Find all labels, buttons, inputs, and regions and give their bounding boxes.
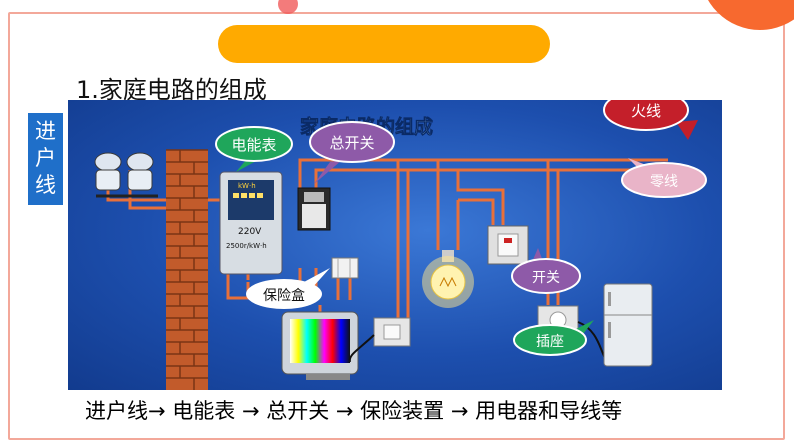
incoming-line-label: 进户线 <box>28 113 63 205</box>
callout-socket: 插座 <box>513 320 594 356</box>
meter-unit-text: kW·h <box>238 182 256 190</box>
electric-meter: kW·h 220V 2500r/kW·h <box>219 171 283 275</box>
brick-wall <box>166 149 208 390</box>
title-banner <box>218 25 550 63</box>
callout-fuse-box: 保险盒 <box>246 268 330 309</box>
callout-fuse-box-text: 保险盒 <box>263 287 305 304</box>
branch-switch-b <box>458 198 495 225</box>
decor-circle-red <box>278 0 298 14</box>
wall-switch <box>487 225 529 265</box>
callout-live-wire-text: 火线 <box>631 102 661 120</box>
socket-1 <box>348 317 411 363</box>
callout-neutral-wire: 零线 <box>621 158 707 198</box>
main-switch <box>297 187 331 231</box>
household-circuit-diagram: 家庭电路的组成 <box>68 100 722 390</box>
callout-meter-text: 电能表 <box>231 136 276 154</box>
callout-switch-text: 开关 <box>532 270 560 286</box>
fuse-box <box>331 257 359 279</box>
insulators <box>94 152 158 198</box>
diagram-canvas: 家庭电路的组成 <box>94 100 707 390</box>
refrigerator <box>603 283 653 367</box>
callout-main-switch-text: 总开关 <box>329 134 374 152</box>
slide-frame <box>8 12 785 440</box>
callout-switch: 开关 <box>511 248 581 294</box>
meter-voltage-text: 220V <box>238 227 262 237</box>
page-heading: 1.家庭电路的组成 <box>76 76 267 104</box>
callout-meter: 电能表 <box>215 126 293 172</box>
incoming-line-text: 进户线 <box>35 119 56 197</box>
callout-live-wire: 火线 <box>603 100 698 140</box>
callout-socket-text: 插座 <box>536 334 564 350</box>
light-bulb <box>422 250 474 308</box>
meter-rating-text: 2500r/kW·h <box>226 242 267 250</box>
callout-neutral-wire-text: 零线 <box>650 174 678 190</box>
branch-switch-a <box>456 170 505 225</box>
television <box>281 311 359 380</box>
component-flow-text: 进户线→ 电能表 → 总开关 → 保险装置 → 用电器和导线等 <box>85 399 623 423</box>
callout-main-switch: 总开关 <box>309 121 395 184</box>
